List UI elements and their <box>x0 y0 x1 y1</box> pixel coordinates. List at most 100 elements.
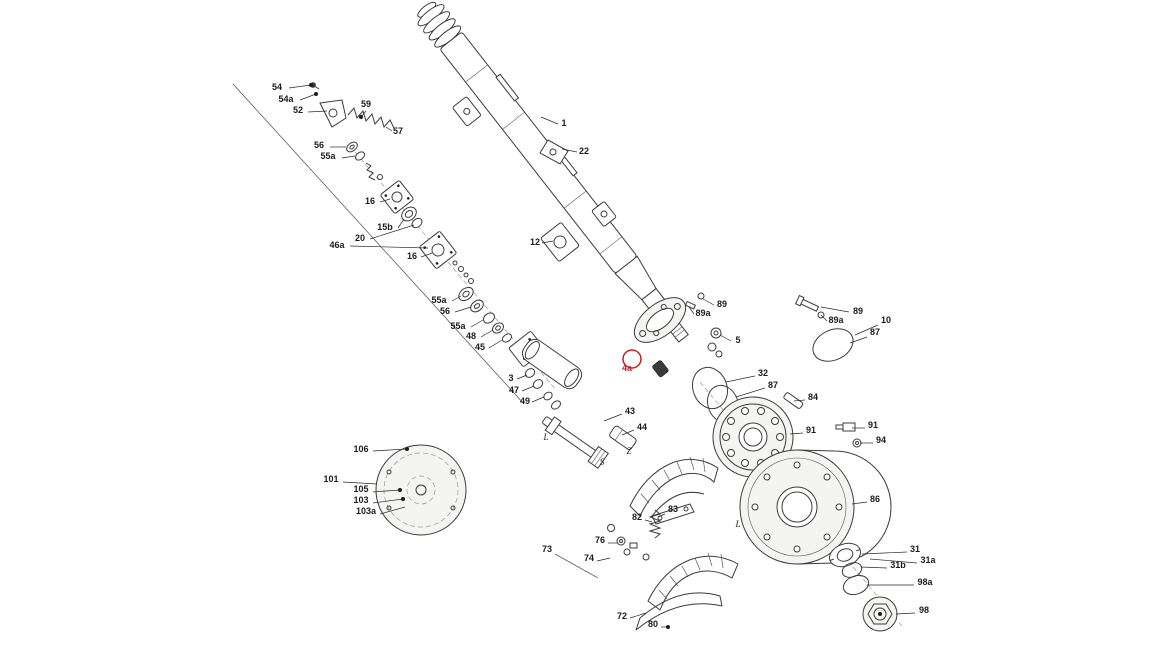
seal-ring-32 <box>691 366 729 410</box>
part-label-98a: 98a <box>917 577 933 587</box>
part-label-31b: 31b <box>890 560 906 570</box>
highlight-circle-4a <box>622 349 642 369</box>
leader-dot-54 <box>309 83 313 87</box>
gasket-plate-16 <box>380 180 414 214</box>
cam-head-44 <box>609 425 637 450</box>
leader-dot-105 <box>398 488 402 492</box>
washer-56-2 <box>470 299 484 313</box>
washer-55a <box>355 151 365 161</box>
cam-bracket-assembly <box>508 331 583 390</box>
bracket-22 <box>539 139 569 165</box>
part-label-43: 43 <box>625 406 635 416</box>
part-label-57: 57 <box>393 126 403 136</box>
bracket-rear <box>591 201 617 227</box>
part-label-98: 98 <box>919 605 929 615</box>
part-label-106: 106 <box>353 444 368 454</box>
axle-housing <box>417 1 689 343</box>
lock-nut-31 <box>829 542 861 568</box>
part-label-22: 22 <box>579 146 589 156</box>
part-label-32: 32 <box>758 368 768 378</box>
leader-32 <box>725 375 756 383</box>
leader-1 <box>540 116 559 125</box>
part-label-84: 84 <box>808 392 818 402</box>
leader-dot-54a <box>314 92 318 96</box>
ring-49 <box>543 391 553 401</box>
ring-3 <box>524 368 536 378</box>
part-label-87: 87 <box>870 327 880 337</box>
part-label-87: 87 <box>768 380 778 390</box>
leader-55a <box>341 155 356 159</box>
part-label-74: 74 <box>584 553 594 563</box>
leader-83 <box>657 513 666 518</box>
part-label-72: 72 <box>617 611 627 621</box>
leader-dot-59 <box>359 115 363 119</box>
leader-43 <box>603 413 623 422</box>
leader-dot-106 <box>405 447 409 451</box>
part-label-105: 105 <box>353 484 368 494</box>
highlight-label-4a: 4a <box>622 363 633 373</box>
leader-98 <box>895 612 916 615</box>
leader-lines <box>288 83 918 629</box>
leader-73 <box>554 553 599 579</box>
leader-15b <box>397 218 405 229</box>
part-label-47: 47 <box>509 385 519 395</box>
bearing-15b <box>401 206 417 222</box>
spring-seat-bracket <box>452 96 481 127</box>
part-label-44: 44 <box>637 422 647 432</box>
part-label-16: 16 <box>365 196 375 206</box>
leader-dot-103 <box>401 497 405 501</box>
leader-89a <box>688 306 695 315</box>
part-label-101: 101 <box>323 474 338 484</box>
hub-bolt-91 <box>835 422 856 432</box>
leader-31 <box>861 551 908 555</box>
leader-12 <box>541 240 554 244</box>
part-label-54a: 54a <box>278 94 294 104</box>
part-label-54: 54 <box>272 82 282 92</box>
brake-shoe-lower <box>635 552 739 631</box>
leader-22 <box>561 148 578 153</box>
part-label-15b: 15b <box>377 222 393 232</box>
leader-91 <box>789 432 804 435</box>
leader-87 <box>849 336 868 344</box>
small-parts-89 <box>684 292 705 310</box>
part-label-89: 89 <box>853 306 863 316</box>
seal-48 <box>492 322 504 334</box>
small-spring <box>365 162 376 181</box>
brake-spider-flange <box>633 297 687 343</box>
part-label-86: 86 <box>870 494 880 504</box>
leader-55a <box>451 295 462 302</box>
shoe-lever-83 <box>651 503 695 525</box>
leader-54a <box>299 93 317 101</box>
part-label-82: 82 <box>632 512 642 522</box>
part-label-91: 91 <box>806 425 816 435</box>
backing-plate-101 <box>375 444 467 536</box>
leader-74 <box>596 557 611 562</box>
bolt-89-right <box>794 294 820 312</box>
leader-16 <box>420 252 433 258</box>
leader-47 <box>521 385 535 392</box>
part-label-31: 31 <box>910 544 920 554</box>
part-label-103: 103 <box>353 495 368 505</box>
shoe-spring-82 <box>648 509 662 539</box>
leader-10 <box>854 324 879 336</box>
leader-55a <box>470 319 484 328</box>
part-label-46a: 46a <box>329 240 345 250</box>
part-label-89: 89 <box>717 299 727 309</box>
ring-47 <box>532 379 544 389</box>
leader-89a <box>820 314 828 322</box>
cam-roller-part <box>652 360 669 378</box>
leader-89 <box>702 298 715 306</box>
dimension-mark-Z-2: Z <box>626 446 632 456</box>
part-label-55a: 55a <box>450 321 466 331</box>
part-label-10: 10 <box>881 315 891 325</box>
washer-stack <box>551 400 561 410</box>
part-label-45: 45 <box>475 342 485 352</box>
ring-20 <box>411 217 423 229</box>
leader-5 <box>719 334 732 342</box>
washer-94 <box>852 438 862 448</box>
leader-89 <box>820 306 850 313</box>
bracket-52 <box>319 99 347 128</box>
small-fasteners <box>452 260 474 284</box>
leader-103a <box>379 506 406 515</box>
